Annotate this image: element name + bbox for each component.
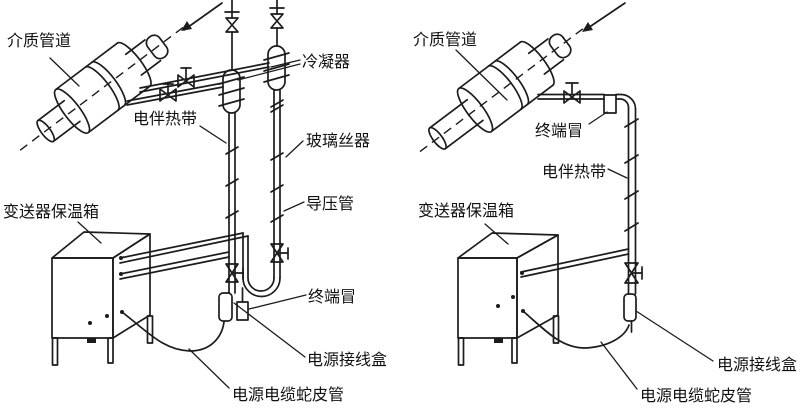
tap-line-upper [139, 62, 270, 93]
label-condenser: 冷凝器 [302, 52, 350, 71]
drain-valve-icon [624, 262, 643, 284]
impulse-tubes [119, 232, 249, 280]
transmitter-box [457, 232, 560, 366]
flex-conduit [522, 310, 630, 349]
left-diagram: 介质管道 冷凝器 电伴热带 玻璃丝器 导压管 变送器保温箱 终端冒 电源接线盒 … [3, 0, 387, 404]
flex-conduit [121, 311, 225, 352]
traced-pipe [624, 106, 643, 333]
medium-pipe [419, 25, 588, 153]
top-valve-icon [224, 11, 240, 33]
terminal-cap [236, 287, 249, 321]
label-medium-pipeline: 介质管道 [413, 30, 477, 49]
label-glass-fiber: 玻璃丝器 [306, 131, 370, 150]
impulse-tubes [520, 248, 630, 278]
flow-arrow-icon [582, 2, 626, 32]
label-terminal-cap: 终端冒 [535, 121, 583, 140]
tap-valve-icon [177, 67, 195, 88]
transmitter-box [51, 231, 154, 366]
tap-valve-icon [563, 82, 581, 104]
label-cable-conduit: 电源电缆蛇皮管 [232, 385, 344, 404]
label-terminal-cap: 终端冒 [308, 287, 356, 306]
junction-box [218, 292, 233, 322]
right-diagram: 介质管道 终端冒 电伴热带 变送器保温箱 电源接线盒 电源电缆蛇皮管 [413, 2, 797, 405]
junction-box [623, 293, 637, 322]
impulse-pipe-left [218, 0, 245, 294]
label-heat-tracing: 电伴热带 [133, 109, 197, 128]
tracing-tap-line [537, 82, 637, 114]
label-heat-tracing: 电伴热带 [542, 162, 606, 181]
tap-valve-icon [159, 83, 177, 102]
label-medium-pipeline: 介质管道 [7, 31, 71, 50]
label-junction-box: 电源接线盒 [307, 350, 387, 369]
tap-line-lower [126, 82, 224, 106]
label-transmitter-box: 变送器保温箱 [418, 201, 514, 220]
label-impulse-pipe: 导压管 [306, 194, 354, 213]
drain-valve-icon [270, 243, 289, 263]
label-transmitter-box: 变送器保温箱 [3, 202, 99, 221]
medium-pipe [19, 26, 185, 151]
label-junction-box: 电源接线盒 [717, 355, 797, 374]
label-cable-conduit: 电源电缆蛇皮管 [640, 386, 752, 405]
terminal-cap [603, 94, 617, 114]
top-valve-icon [269, 7, 285, 29]
impulse-pipe-right [242, 0, 290, 298]
flow-arrow-icon [181, 2, 223, 31]
